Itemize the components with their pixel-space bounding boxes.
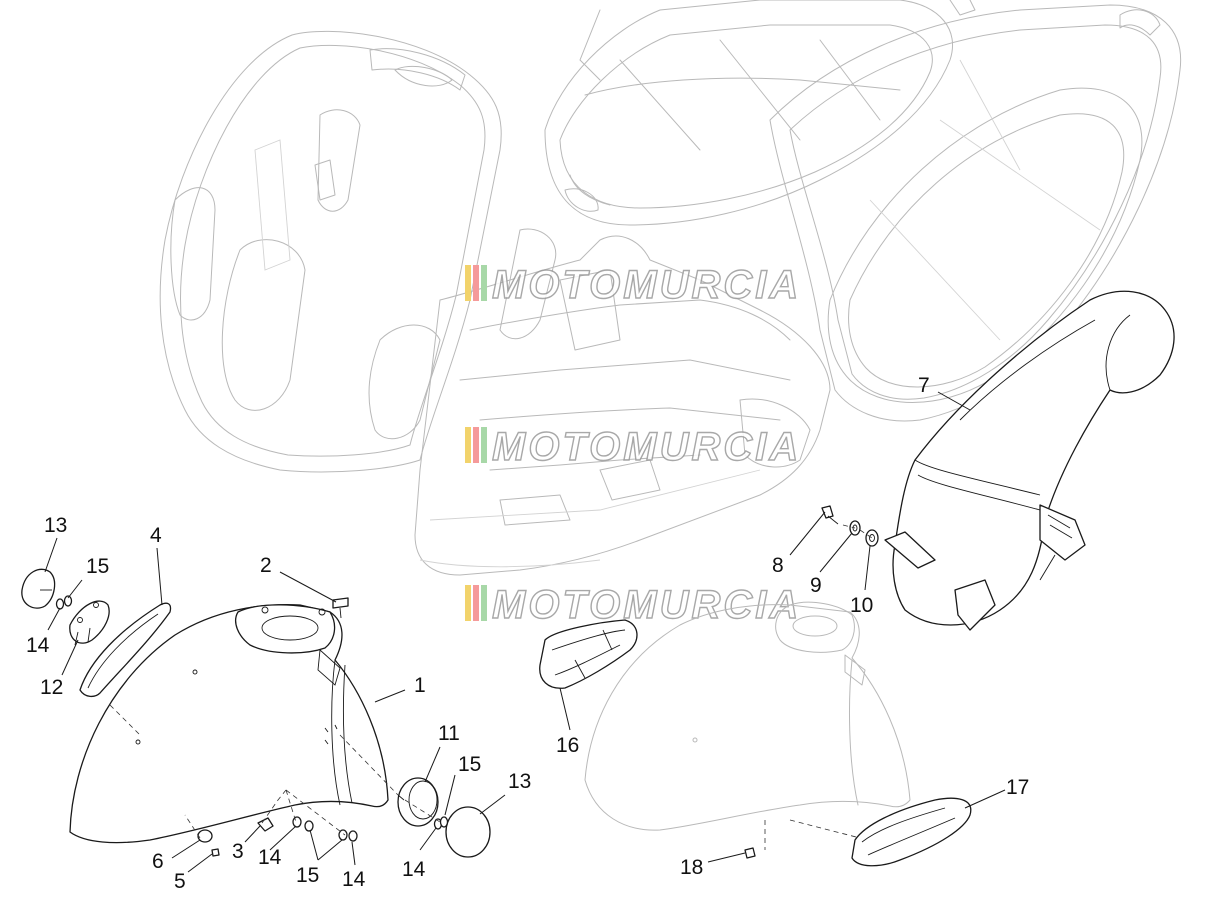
watermark-middle: MOTOMURCIA [465, 424, 801, 470]
emblem-13-left [21, 568, 56, 609]
washer-14-bottom-a [292, 816, 302, 828]
callout-12: 12 [40, 676, 63, 699]
emblem-housing-11 [397, 777, 439, 827]
nut-15-bottom-a [304, 820, 314, 832]
callout-14: 14 [26, 634, 50, 657]
cap-6 [197, 829, 213, 843]
screw-8 [821, 505, 839, 525]
washer-14-left [55, 598, 65, 610]
callout-labels: 13 4 15 2 14 12 1 11 15 13 3 14 15 14 14… [26, 374, 1029, 893]
front-mudguard-ghost [584, 601, 911, 831]
screw-5 [211, 848, 220, 857]
callout-2: 2 [260, 554, 272, 577]
watermark-text: MOTOMURCIA [492, 263, 801, 307]
gasket-4 [79, 602, 172, 698]
scooter-body-ghost [159, 0, 1182, 576]
callout-6: 6 [152, 850, 164, 873]
watermark-top: MOTOMURCIA [465, 262, 801, 308]
callout-17: 17 [1006, 776, 1029, 799]
screw-18 [744, 847, 756, 859]
callout-5: 5 [174, 870, 186, 893]
callout-13: 13 [508, 770, 531, 793]
callout-16: 16 [556, 734, 579, 757]
callout-9: 9 [810, 574, 822, 597]
rear-mudguard [884, 290, 1175, 631]
front-mudguard [69, 604, 389, 844]
callout-3: 3 [232, 840, 244, 863]
nut-15-left [63, 595, 73, 607]
callout-11: 11 [438, 722, 460, 745]
callout-15: 15 [296, 864, 319, 887]
screw-2 [332, 597, 349, 619]
callout-10: 10 [850, 594, 873, 617]
emblem-13-right [445, 806, 491, 858]
nut-15-right [439, 816, 449, 828]
air-vent-16 [539, 619, 638, 689]
callout-1: 1 [414, 674, 426, 697]
callout-15: 15 [458, 753, 481, 776]
watermark-text: MOTOMURCIA [492, 425, 801, 469]
callout-13: 13 [44, 514, 67, 537]
washer-14-bottom-b [348, 830, 358, 842]
callout-8: 8 [772, 554, 784, 577]
watermark-text: MOTOMURCIA [492, 583, 801, 627]
callout-18: 18 [680, 856, 703, 879]
callout-14: 14 [402, 858, 426, 881]
watermark-bottom: MOTOMURCIA [465, 582, 801, 628]
assembly-lines [109, 524, 873, 850]
washer-10 [865, 529, 879, 547]
callout-14: 14 [342, 868, 366, 891]
horn-cover-17 [851, 797, 972, 867]
callout-4: 4 [150, 524, 162, 547]
clip-nut-3 [257, 817, 274, 832]
callout-15: 15 [86, 555, 109, 578]
callout-14: 14 [258, 846, 282, 869]
nut-15-bottom-b [338, 829, 348, 841]
badge-holder-12 [69, 600, 110, 646]
leader-lines [44, 391, 1006, 873]
callout-7: 7 [918, 374, 930, 397]
